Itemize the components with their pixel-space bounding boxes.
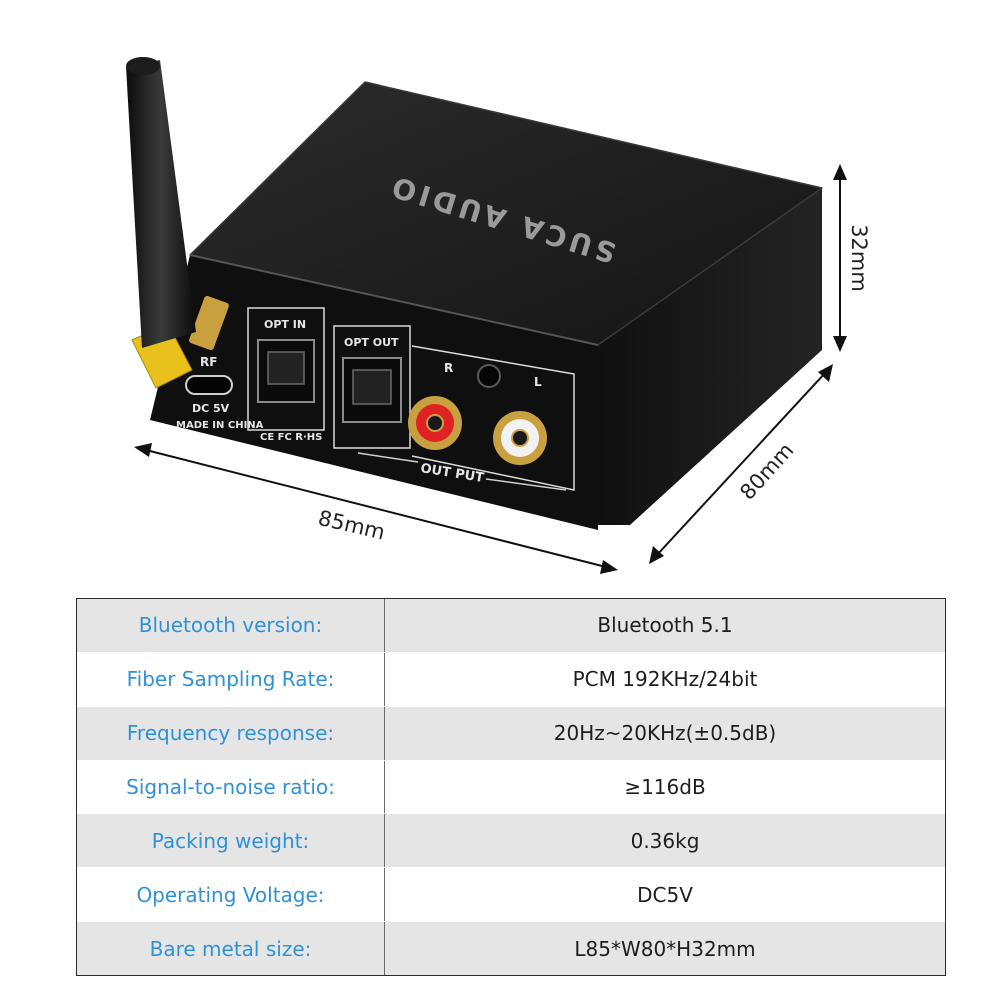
rca-right-label: R — [444, 361, 453, 375]
device-top-edge-highlight — [189, 254, 599, 346]
device-body: SUCA AUDIO — [150, 81, 823, 530]
spec-value: Bluetooth 5.1 — [597, 613, 733, 638]
spec-label: Packing weight: — [77, 814, 385, 868]
rca-left-label: L — [534, 375, 542, 389]
output-rule-left — [357, 452, 419, 463]
opt-in-port-inner — [267, 351, 305, 385]
certification-label: CE FC R·HS — [260, 432, 322, 443]
spec-value: 20Hz~20KHz(±0.5dB) — [553, 721, 777, 746]
device-side-face — [598, 188, 822, 525]
opt-in-label: OPT IN — [264, 318, 306, 331]
output-rule-right — [485, 478, 567, 491]
height-label: 32mm — [847, 224, 871, 292]
opt-in-frame — [247, 307, 325, 431]
spec-row-voltage: Operating Voltage: DC5V — [77, 867, 945, 922]
height-arrowhead-bottom — [833, 336, 847, 352]
depth-arrowhead-bottom — [649, 546, 664, 564]
width-arrowhead-left — [134, 443, 152, 457]
output-frame — [411, 345, 575, 491]
usb-c-port[interactable] — [185, 375, 233, 395]
depth-arrow — [655, 371, 827, 557]
rf-label: RF — [200, 355, 217, 369]
origin-label: MADE IN CHINA — [176, 420, 264, 431]
spec-value: DC5V — [637, 882, 693, 907]
product-figure: SUCA AUDIO RF DC 5V MADE IN CHINA CE FC … — [126, 57, 871, 574]
width-arrowhead-right — [600, 560, 618, 574]
spec-label: Bluetooth version: — [77, 599, 385, 652]
depth-label: 80mm — [735, 438, 798, 504]
spec-row-size: Bare metal size: L85*W80*H32mm — [77, 921, 945, 976]
rca-left-port[interactable] — [493, 411, 547, 465]
spec-row-bluetooth: Bluetooth version: Bluetooth 5.1 — [77, 599, 945, 652]
back-panel: RF DC 5V MADE IN CHINA CE FC R·HS OPT IN… — [176, 307, 575, 491]
spec-label: Signal-to-noise ratio: — [77, 760, 385, 814]
height-arrowhead-top — [833, 164, 847, 180]
antenna-connector — [189, 295, 229, 351]
spec-label: Operating Voltage: — [77, 868, 385, 922]
headphone-jack[interactable] — [477, 364, 501, 388]
spec-value: ≥116dB — [624, 775, 706, 799]
spec-value: 0.36kg — [630, 828, 700, 853]
spec-row-snr: Signal-to-noise ratio: ≥116dB — [77, 759, 945, 814]
spec-row-weight: Packing weight: 0.36kg — [77, 813, 945, 868]
spec-row-sampling-rate: Fiber Sampling Rate: PCM 192KHz/24bit — [77, 651, 945, 706]
dimension-height: 32mm — [833, 164, 871, 352]
spec-label: Frequency response: — [77, 706, 385, 760]
spec-label: Bare metal size: — [77, 922, 385, 976]
spec-row-frequency-response: Frequency response: 20Hz~20KHz(±0.5dB) — [77, 705, 945, 760]
depth-arrowhead-top — [818, 364, 833, 382]
opt-out-label: OPT OUT — [344, 336, 399, 349]
width-arrow — [145, 449, 607, 568]
spec-label: Fiber Sampling Rate: — [77, 652, 385, 706]
antenna-tip — [126, 57, 160, 75]
opt-out-frame — [333, 325, 411, 449]
spec-table: Bluetooth version: Bluetooth 5.1 Fiber S… — [76, 598, 946, 976]
opt-out-port-inner — [352, 369, 392, 405]
spec-value: PCM 192KHz/24bit — [572, 667, 758, 692]
spec-value: L85*W80*H32mm — [574, 936, 756, 961]
antenna-whip — [126, 60, 196, 348]
width-label: 85mm — [316, 506, 387, 545]
antenna — [126, 57, 229, 389]
rca-right-port[interactable] — [408, 396, 462, 450]
dc-label: DC 5V — [192, 402, 230, 415]
